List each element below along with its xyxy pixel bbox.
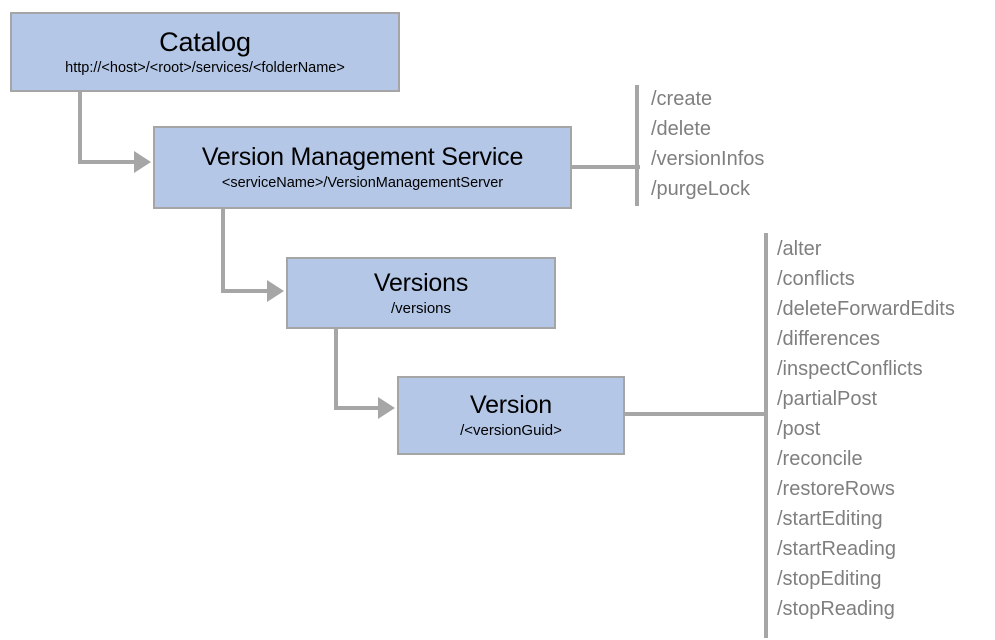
operation-item[interactable]: /create xyxy=(651,88,713,110)
operation-item[interactable]: /alter xyxy=(777,238,822,260)
connector-service-to-versions-horizontal xyxy=(221,289,271,293)
node-catalog-subtitle: http://<host>/<root>/services/<folderNam… xyxy=(65,60,345,77)
operation-list-service: /create /delete /versionInfos /purgeLock xyxy=(651,84,764,204)
node-catalog-title: Catalog xyxy=(159,26,251,57)
node-version-management-service[interactable]: Version Management Service <serviceName>… xyxy=(153,126,572,209)
connector-versions-to-version-vertical xyxy=(334,328,338,410)
bracket-version-operations-bar xyxy=(764,233,768,638)
operation-item[interactable]: /inspectConflicts xyxy=(777,358,923,380)
arrow-right-icon xyxy=(267,280,284,302)
node-version-title: Version xyxy=(470,391,552,419)
node-version[interactable]: Version /<versionGuid> xyxy=(397,376,625,455)
node-catalog[interactable]: Catalog http://<host>/<root>/services/<f… xyxy=(10,12,400,92)
operation-item[interactable]: /startEditing xyxy=(777,508,883,530)
operation-item[interactable]: /partialPost xyxy=(777,388,878,410)
bracket-service-operations-bar xyxy=(635,85,639,206)
operation-item[interactable]: /conflicts xyxy=(777,268,855,290)
connector-versions-to-version-horizontal xyxy=(334,406,382,410)
node-versions-subtitle: /versions xyxy=(390,299,452,317)
operation-item[interactable]: /stopEditing xyxy=(777,568,882,590)
operation-item[interactable]: /differences xyxy=(777,328,881,350)
bracket-service-operations-stem xyxy=(572,165,640,169)
connector-catalog-to-service-horizontal xyxy=(78,160,138,164)
operation-item[interactable]: /reconcile xyxy=(777,448,863,470)
operation-item[interactable]: /delete xyxy=(651,118,712,140)
node-version-management-service-subtitle: <serviceName>/VersionManagementServer xyxy=(221,174,504,191)
operation-item[interactable]: /restoreRows xyxy=(777,478,895,500)
arrow-right-icon xyxy=(378,397,395,419)
bracket-version-operations-stem xyxy=(625,412,768,416)
operation-item[interactable]: /post xyxy=(777,418,821,440)
operation-item[interactable]: /deleteForwardEdits xyxy=(777,298,955,320)
operation-item[interactable]: /startReading xyxy=(777,538,896,560)
node-versions-title: Versions xyxy=(373,268,469,297)
operation-item[interactable]: /versionInfos xyxy=(651,148,765,170)
node-version-subtitle: /<versionGuid> xyxy=(460,422,562,440)
arrow-right-icon xyxy=(134,151,151,173)
operation-item[interactable]: /stopReading xyxy=(777,598,895,620)
operation-list-version: /alter /conflicts /deleteForwardEdits /d… xyxy=(777,234,955,624)
connector-service-to-versions-vertical xyxy=(221,208,225,293)
node-version-management-service-title: Version Management Service xyxy=(201,143,524,172)
connector-catalog-to-service-vertical xyxy=(78,91,82,164)
operation-item[interactable]: /purgeLock xyxy=(651,178,750,200)
node-versions[interactable]: Versions /versions xyxy=(286,257,556,329)
